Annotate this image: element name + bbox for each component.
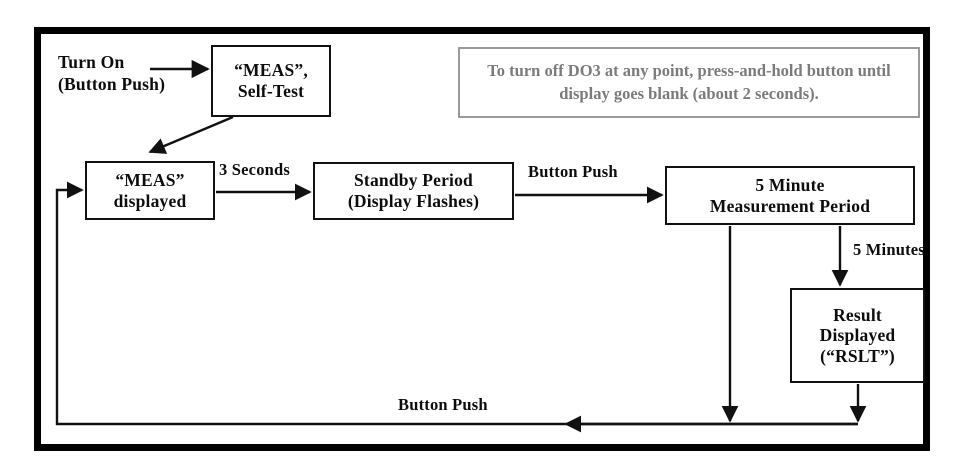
edge-label-five-minutes: 5 Minutes	[853, 240, 925, 259]
note-box: To turn off DO3 at any point, press-and-…	[458, 47, 920, 118]
node-measurement-period[interactable]: 5 Minute Measurement Period	[665, 166, 915, 225]
edge-label-button-push-bottom: Button Push	[398, 395, 488, 414]
node-result-displayed[interactable]: Result Displayed (“RSLT”)	[790, 288, 925, 383]
node-standby-period[interactable]: Standby Period (Display Flashes)	[313, 162, 514, 220]
note-text: To turn off DO3 at any point, press-and-…	[487, 61, 891, 103]
node-standby-period-label: Standby Period (Display Flashes)	[347, 170, 480, 211]
node-meas-displayed[interactable]: “MEAS” displayed	[85, 161, 215, 220]
node-meas-displayed-label: “MEAS” displayed	[113, 169, 187, 211]
node-meas-self-test[interactable]: “MEAS”, Self-Test	[211, 45, 331, 117]
edge-label-three-seconds: 3 Seconds	[219, 160, 291, 179]
node-meas-self-test-label: “MEAS”, Self-Test	[234, 60, 308, 101]
edge-label-button-push-top: Button Push	[528, 162, 618, 181]
node-measurement-period-label: 5 Minute Measurement Period	[709, 174, 871, 216]
node-result-displayed-label: Result Displayed (“RSLT”)	[819, 304, 896, 366]
edge-label-turn-on: Turn On (Button Push)	[58, 52, 165, 96]
edge-label-turn-on-text: Turn On (Button Push)	[58, 52, 166, 94]
